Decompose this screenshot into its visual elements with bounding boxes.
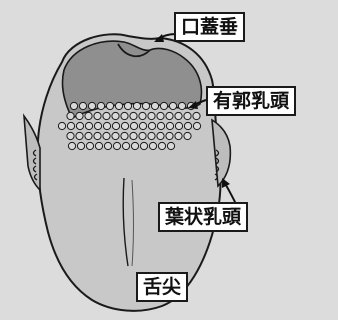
papilla-dot — [95, 142, 102, 149]
label-uvula: 口蓋垂 — [174, 12, 245, 42]
papilla-dot — [124, 102, 131, 109]
papilla-dot — [122, 142, 129, 149]
papilla-dot — [175, 122, 182, 129]
tongue-left-edge — [24, 116, 40, 190]
papilla-dot — [140, 142, 147, 149]
papilla-dot — [70, 102, 77, 109]
papilla-dot — [169, 102, 176, 109]
papilla-dot — [139, 122, 146, 129]
papilla-dot — [184, 132, 191, 139]
papilla-dot — [148, 132, 155, 139]
papilla-dot — [113, 142, 120, 149]
papilla-dot — [157, 132, 164, 139]
papilla-dot — [193, 112, 200, 119]
papilla-dot — [79, 102, 86, 109]
papilla-dot — [106, 102, 113, 109]
papilla-dot — [158, 142, 165, 149]
label-circumvallate-papillae: 有郭乳頭 — [206, 86, 296, 116]
papilla-dot — [131, 142, 138, 149]
papilla-dot — [94, 112, 101, 119]
papilla-dot — [139, 132, 146, 139]
papilla-dot — [184, 122, 191, 129]
papilla-dot — [130, 122, 137, 129]
label-foliate-papillae: 葉状乳頭 — [158, 202, 248, 232]
papilla-dot — [112, 112, 119, 119]
papilla-dot — [160, 102, 167, 109]
papilla-dot — [166, 112, 173, 119]
papilla-dot — [76, 132, 83, 139]
papilla-dot — [67, 122, 74, 129]
papilla-dot — [76, 122, 83, 129]
papilla-dot — [77, 142, 84, 149]
papilla-dot — [167, 142, 174, 149]
papilla-dot — [121, 112, 128, 119]
papilla-dot — [85, 112, 92, 119]
papilla-dot — [68, 142, 75, 149]
papilla-dot — [133, 102, 140, 109]
papilla-dot — [157, 112, 164, 119]
papilla-dot — [112, 122, 119, 129]
papilla-dot — [149, 142, 156, 149]
papilla-dot — [103, 122, 110, 129]
papilla-dot — [67, 132, 74, 139]
papilla-dot — [148, 122, 155, 129]
papilla-dot — [94, 122, 101, 129]
papilla-dot — [115, 102, 122, 109]
papilla-dot — [58, 122, 65, 129]
papilla-dot — [184, 112, 191, 119]
papilla-dot — [86, 142, 93, 149]
label-apex: 舌尖 — [136, 272, 188, 302]
papilla-dot — [175, 132, 182, 139]
papilla-dot — [85, 122, 92, 129]
papilla-dot — [151, 102, 158, 109]
papilla-dot — [166, 132, 173, 139]
papilla-dot — [148, 112, 155, 119]
papilla-dot — [76, 112, 83, 119]
papilla-dot — [103, 112, 110, 119]
papilla-dot — [193, 122, 200, 129]
papilla-dot — [104, 142, 111, 149]
papilla-dot — [166, 122, 173, 129]
papilla-dot — [130, 112, 137, 119]
papilla-dot — [130, 132, 137, 139]
papilla-dot — [142, 102, 149, 109]
papilla-dot — [85, 132, 92, 139]
papilla-dot — [121, 122, 128, 129]
papilla-dot — [175, 112, 182, 119]
papilla-dot — [103, 132, 110, 139]
papilla-dot — [67, 112, 74, 119]
papilla-dot — [97, 102, 104, 109]
papilla-dot — [94, 132, 101, 139]
papilla-dot — [112, 132, 119, 139]
papilla-dot — [157, 122, 164, 129]
papilla-dot — [121, 132, 128, 139]
papilla-dot — [139, 112, 146, 119]
papilla-dot — [178, 102, 185, 109]
papilla-dot — [88, 102, 95, 109]
